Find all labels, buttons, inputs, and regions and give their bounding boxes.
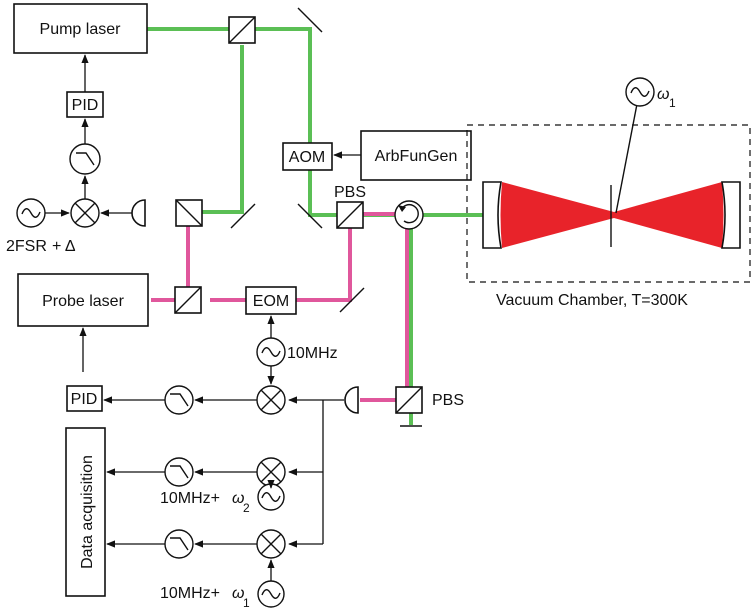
aom-label: AOM — [289, 149, 325, 166]
ten-mhz-w2-label: 10MHz+ — [160, 490, 220, 507]
omega-2-sub: 2 — [243, 501, 250, 515]
pid-bottom-label: PID — [71, 391, 98, 408]
ten-mhz-w1-label: 10MHz+ — [160, 585, 220, 602]
data-acquisition-box — [65, 427, 106, 597]
arbfungen-label: ArbFunGen — [375, 148, 458, 165]
membrane-drive-wire — [615, 103, 638, 214]
probe-laser-box — [17, 273, 149, 327]
omega-1-top-label: ω — [657, 86, 669, 103]
eom-box — [245, 286, 297, 315]
eom-label: EOM — [253, 293, 289, 310]
aom-box — [282, 142, 333, 171]
lowpass-filter-icon — [69, 143, 101, 175]
mirror-aom-lower — [297, 203, 323, 229]
probe-laser-label: Probe laser — [42, 293, 124, 310]
omega-1-top-sub: 1 — [669, 96, 676, 110]
pbs-bottom — [395, 386, 423, 414]
pid-top-label: PID — [72, 97, 99, 114]
beam-splitter-probe — [174, 286, 202, 314]
mirror-top-right — [297, 7, 323, 33]
beam-splitter-top — [228, 16, 256, 44]
omega-2-label: ω — [232, 490, 244, 507]
omega-1-bottom-sub: 1 — [243, 596, 250, 610]
two-fsr-label: 2FSR — [6, 238, 47, 255]
arbfungen-box — [360, 130, 472, 181]
pbs-bottom-label: PBS — [432, 392, 464, 409]
cavity-mirror-right — [721, 181, 741, 249]
pbs-top-label: PBS — [334, 184, 366, 201]
data-acquisition-label: Data acquisition — [79, 455, 96, 569]
cavity-mode-right — [614, 182, 724, 248]
cavity-mode-left — [500, 182, 614, 248]
beam-splitter-pump-left — [175, 199, 203, 227]
mirror-pump-mid — [230, 203, 256, 229]
cavity-mirror-left — [482, 181, 502, 249]
lowpass-row1-icon — [164, 385, 194, 415]
mirror-probe-right — [339, 287, 365, 313]
pbs-top — [336, 201, 364, 229]
ten-mhz-label: 10MHz — [287, 345, 338, 362]
pump-laser-box — [13, 3, 148, 54]
lowpass-row3-icon — [164, 529, 194, 559]
lowpass-row2-icon — [164, 457, 194, 487]
vacuum-chamber-label: Vacuum Chamber, T=300K — [496, 292, 688, 309]
omega-1-bottom-label: ω — [232, 585, 244, 602]
photodiode-top-icon — [131, 199, 146, 227]
pid-bottom-box — [66, 385, 103, 412]
photodiode-bottom-icon — [344, 386, 359, 414]
delta-label: + Δ — [52, 238, 76, 255]
pump-beam-path — [147, 27, 490, 425]
pump-laser-label: Pump laser — [40, 21, 122, 38]
